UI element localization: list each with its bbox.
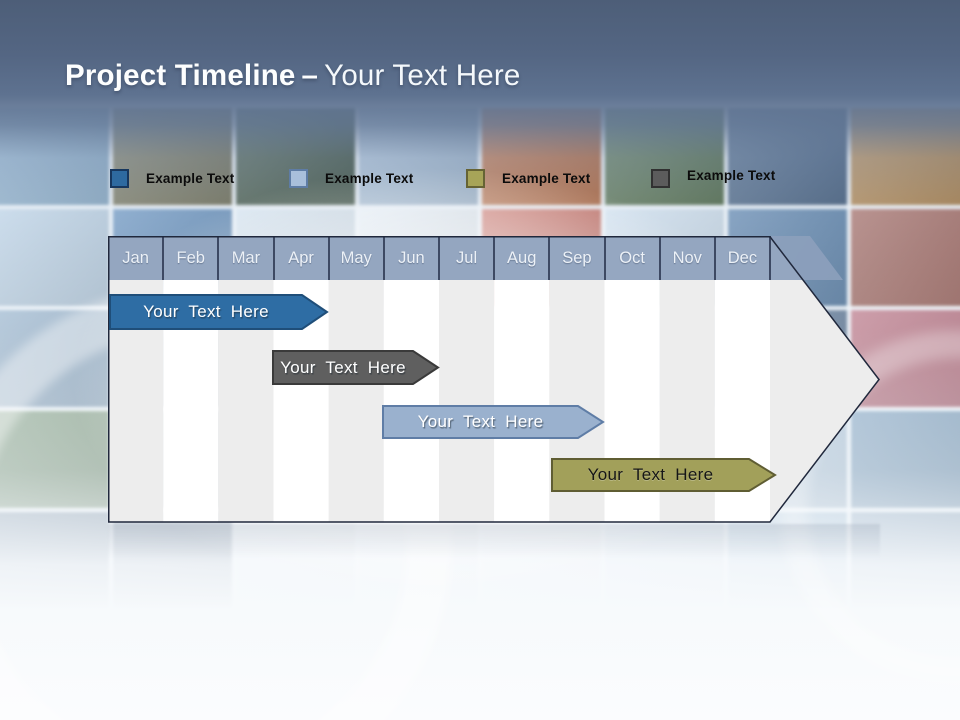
bar-label: Your Text Here [417, 412, 544, 431]
legend: Example Text Example Text Example Text E… [0, 168, 960, 195]
legend-color-swatch [651, 169, 670, 188]
title-dash: – [301, 59, 319, 92]
gantt-bars: Your Text Here Your Text Here Your Text … [108, 236, 880, 523]
legend-label: Example Text [325, 171, 414, 186]
legend-item[interactable]: Example Text [466, 169, 590, 188]
legend-item[interactable]: Example Text [289, 169, 413, 188]
legend-label: Example Text [146, 171, 235, 186]
slide-title[interactable]: Project Timeline–Your Text Here [65, 59, 520, 93]
legend-item[interactable]: Example Text [651, 168, 776, 188]
bar-label: Your Text Here [587, 465, 714, 484]
timeline-bar[interactable]: Your Text Here [382, 405, 605, 439]
timeline-reflection [108, 524, 880, 558]
title-subtitle: Your Text Here [324, 59, 521, 92]
timeline-bar[interactable]: Your Text Here [272, 350, 440, 385]
timeline-bar[interactable]: Your Text Here [551, 458, 777, 492]
legend-item[interactable]: Example Text [110, 169, 234, 188]
title-main: Project Timeline [65, 59, 296, 92]
bar-label: Your Text Here [280, 357, 406, 377]
legend-color-swatch [110, 169, 129, 188]
timeline-bar[interactable]: Your Text Here [109, 294, 329, 330]
legend-color-swatch [289, 169, 308, 188]
legend-color-swatch [466, 169, 485, 188]
legend-label: Example Text [687, 168, 776, 183]
bar-label: Your Text Here [143, 302, 269, 321]
legend-label: Example Text [502, 171, 591, 186]
